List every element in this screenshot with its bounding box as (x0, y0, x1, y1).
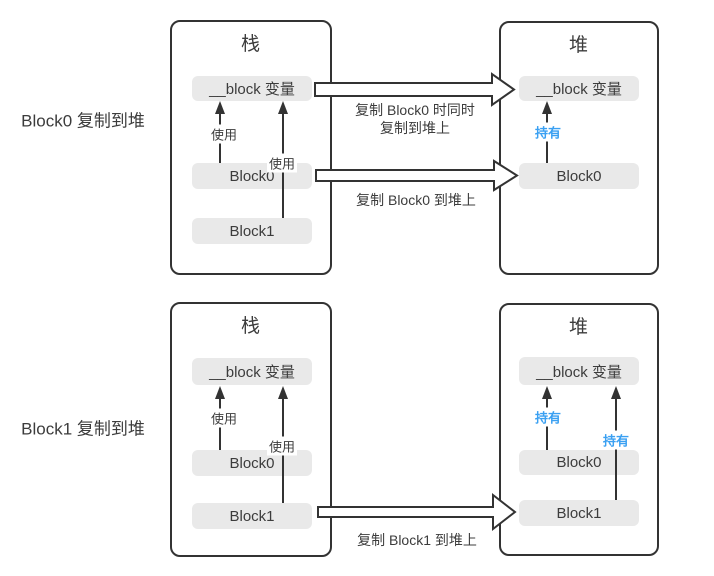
copy-arrow-label-line2: 复制到堆上 (380, 120, 450, 136)
heap-block0-box: Block0 (519, 450, 639, 475)
stack-block-var-box: __block 变量 (192, 358, 312, 385)
copy-arrow-block0 (315, 159, 519, 192)
copy-arrow-label-line1: 复制 Block0 时同时 (355, 102, 475, 118)
copy-arrow-label: 复制 Block1 到堆上 (357, 531, 477, 549)
section-label-block0-copy: Block0 复制到堆 (21, 111, 145, 131)
copy-arrow-label: 复制 Block0 到堆上 (356, 191, 476, 209)
stack-panel-title: 栈 (240, 34, 261, 55)
copy-arrow-block1 (317, 492, 517, 532)
hold-label: 持有 (532, 407, 564, 427)
heap-block1-box: Block1 (519, 500, 639, 526)
stack-block1-box: Block1 (192, 503, 312, 529)
heap-block0-box: Block0 (519, 163, 639, 189)
hold-label: 持有 (532, 122, 564, 142)
use-label: 使用 (208, 408, 240, 428)
heap-panel-top: 堆 (499, 21, 659, 275)
hold-label: 持有 (600, 430, 632, 450)
use-label: 使用 (208, 124, 240, 144)
stack-block1-box: Block1 (192, 218, 312, 244)
stack-panel-title: 栈 (240, 316, 261, 337)
heap-panel-title: 堆 (568, 317, 589, 338)
copy-arrow-label: 复制 Block0 时同时 复制到堆上 (355, 101, 475, 137)
heap-block-var-box: __block 变量 (519, 76, 639, 101)
heap-panel-title: 堆 (568, 35, 589, 56)
section-label-block1-copy: Block1 复制到堆 (21, 419, 145, 439)
heap-block-var-box: __block 变量 (519, 357, 639, 385)
use-label: 使用 (266, 436, 298, 456)
use-label: 使用 (266, 153, 298, 173)
stack-block-var-box: __block 变量 (192, 76, 312, 101)
